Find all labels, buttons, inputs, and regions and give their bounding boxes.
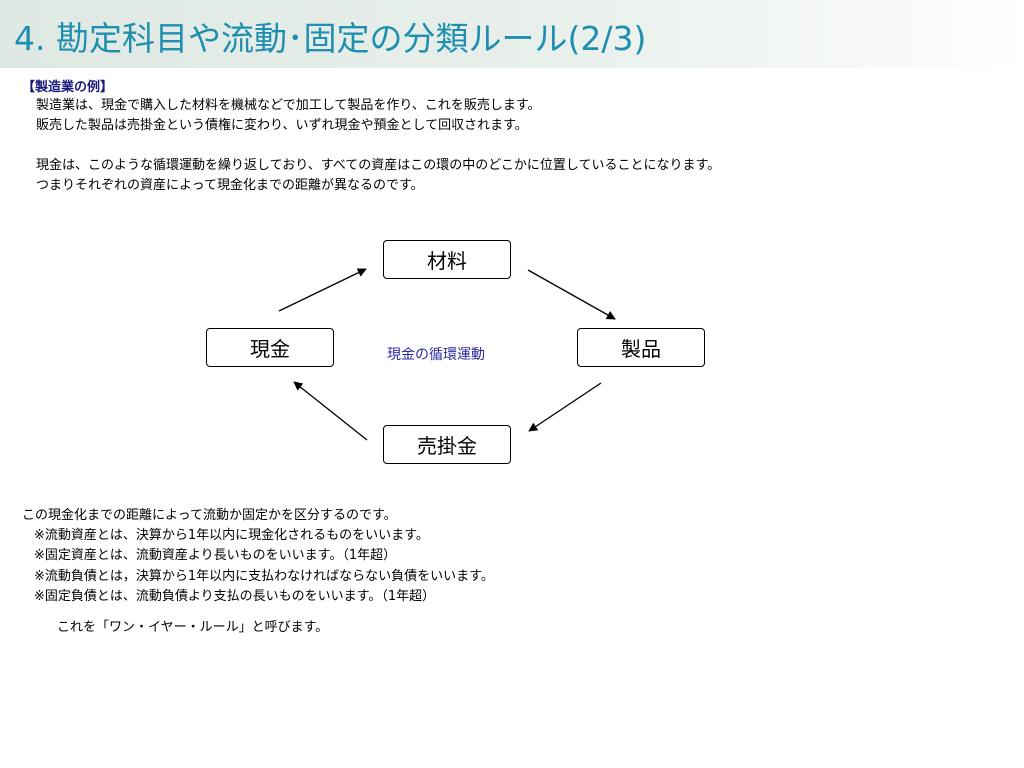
intro-line: 販売した製品は売掛金という債権に変わり、いずれ現金や預金として回収されます。: [36, 118, 528, 133]
explanation-lead: この現金化までの距離によって流動か固定かを区分するのです。: [22, 508, 397, 523]
closing-line: これを「ワン・イヤー・ルール」と呼びます。: [57, 620, 329, 635]
note-line: ※固定負債とは、流動負債より支払の長いものをいいます。（1年超）: [34, 589, 436, 604]
arrow-receivable-to-cash: [293, 381, 368, 441]
page-title: 4. 勘定科目や流動･固定の分類ルール(2/3): [14, 19, 647, 58]
arrow-product-to-receivable: [528, 382, 602, 432]
material-box: 材料: [383, 240, 511, 279]
note-line: ※流動負債とは，決算から1年以内に支払わなければならない負債をいいます。: [34, 569, 494, 584]
note-line: ※固定資産とは、流動資産より長いものをいいます。（1年超）: [34, 548, 397, 563]
section-heading: 【製造業の例】: [22, 80, 114, 95]
intro-line: 現金は、このような循環運動を繰り返しており、すべての資産はこの環の中のどこかに位…: [36, 158, 721, 173]
intro-line: つまりそれぞれの資産によって現金化までの距離が異なるのです。: [36, 178, 424, 193]
arrow-cash-to-material: [278, 268, 367, 312]
cash-box: 現金: [206, 328, 334, 367]
intro-line: 製造業は、現金で購入した材料を機械などで加工して製品を作り、これを販売します。: [36, 98, 541, 113]
cycle-center-label: 現金の循環運動: [387, 347, 485, 363]
title-bar: [0, 0, 1024, 68]
receivable-box: 売掛金: [383, 425, 511, 464]
product-box: 製品: [577, 328, 705, 367]
arrow-material-to-product: [527, 269, 616, 320]
note-line: ※流動資産とは、決算から1年以内に現金化されるものをいいます。: [34, 528, 429, 543]
